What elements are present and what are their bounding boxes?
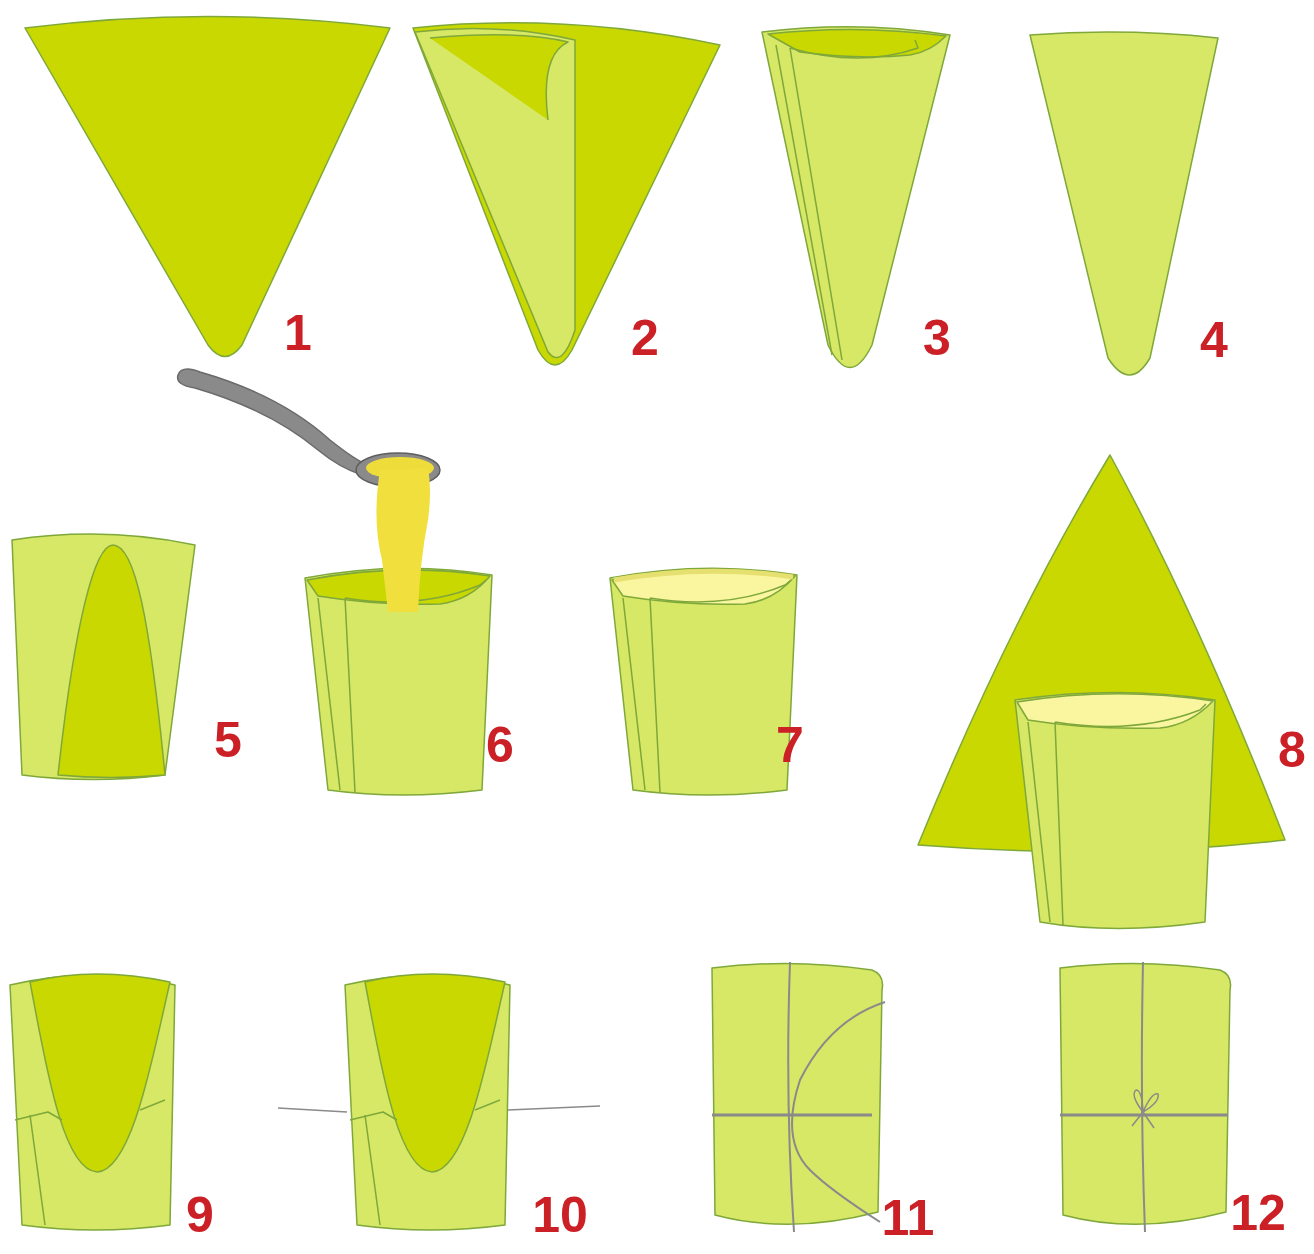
step-number: 7 (776, 720, 804, 770)
step-number: 3 (923, 313, 951, 363)
step-number: 12 (1230, 1188, 1286, 1238)
step-number: 2 (631, 313, 659, 363)
step-number: 5 (214, 715, 242, 765)
step-number: 4 (1200, 315, 1228, 365)
step-number: 10 (532, 1190, 588, 1240)
step-number: 11 (882, 1193, 935, 1243)
step-number: 8 (1278, 725, 1306, 775)
step-number: 6 (486, 720, 514, 770)
step-number: 1 (284, 308, 312, 358)
step-number: 9 (186, 1190, 214, 1240)
